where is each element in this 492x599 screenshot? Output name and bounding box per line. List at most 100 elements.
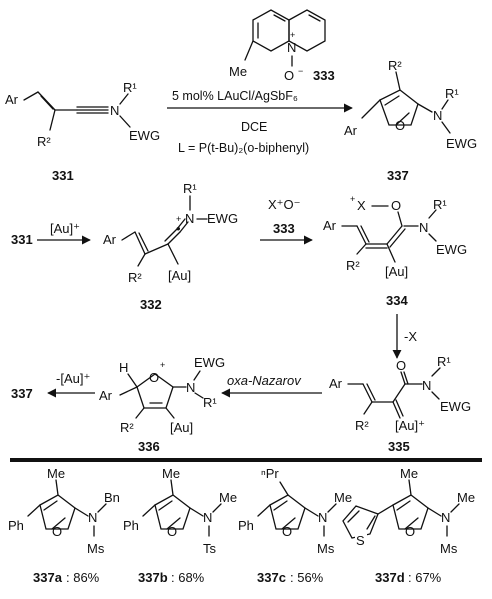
x-label: X	[357, 198, 366, 213]
compound-336: O + H Ar R² [Au] N EWG R¹ 336	[99, 355, 225, 454]
ex-n-sub: Me	[219, 490, 237, 505]
ar-label: Ar	[99, 388, 113, 403]
oxonium-plus: +	[160, 360, 165, 370]
r2-label: R²	[346, 258, 360, 273]
elimination-label: -X	[404, 329, 417, 344]
ex-r-top: ⁿPr	[261, 466, 279, 481]
ex-ewg: Ms	[87, 541, 105, 556]
n-atom: N	[318, 510, 327, 525]
ewg-label: EWG	[440, 399, 471, 414]
ewg-label: EWG	[194, 355, 225, 370]
n-plus: +	[176, 214, 181, 224]
r2-label: R²	[37, 134, 51, 149]
compound-label-335: 335	[388, 439, 410, 454]
example-337c: ⁿPr O Ph N Me Ms 337c : 56%	[238, 466, 352, 585]
compound-331: Ar R² N R¹ EWG 331	[5, 80, 160, 183]
n-atom: N	[419, 220, 428, 235]
compound-label-332: 332	[140, 297, 162, 312]
ewg-label: EWG	[129, 128, 160, 143]
r2-label: R²	[388, 58, 402, 73]
o-minus: −	[298, 66, 303, 76]
r1-label: R¹	[433, 197, 447, 212]
r1-label: R¹	[445, 86, 459, 101]
ex-id: 337a	[33, 570, 63, 585]
o-atom: O	[391, 198, 401, 213]
ex-id: 337b	[138, 570, 168, 585]
ex-ewg: Ts	[203, 541, 217, 556]
compound-332: Ar R² • + N R¹ EWG [Au] 332	[103, 181, 238, 312]
au-label: [Au]	[385, 264, 408, 279]
ex-aryl: Ph	[238, 518, 254, 533]
ex-ewg: Ms	[317, 541, 335, 556]
ring-o: O	[167, 524, 177, 539]
ex-aryl: Ph	[123, 518, 139, 533]
ex-id: 337c	[257, 570, 286, 585]
condition-catalyst: 5 mol% LAuCl/AgSbF₆	[172, 89, 298, 103]
deauration-label: -[Au]⁺	[56, 371, 90, 386]
ring-o: O	[405, 524, 415, 539]
compound-337: R² O Ar N R¹ EWG 337	[344, 58, 477, 183]
ar-label: Ar	[344, 123, 358, 138]
n-atom: N	[441, 510, 450, 525]
au-label: [Au]	[170, 420, 193, 435]
compound-label-337: 337	[387, 168, 409, 183]
n-plus: +	[290, 30, 295, 40]
ewg-label: EWG	[436, 242, 467, 257]
ex-n-sub: Bn	[104, 490, 120, 505]
ex-r-top: Me	[47, 466, 65, 481]
example-337b: Me O Ph N Me Ts 337b : 68%	[123, 466, 237, 585]
r1-label: R¹	[123, 80, 137, 95]
compound-label-337-mech: 337	[11, 386, 33, 401]
compound-334: Ar R² [Au] O + X N R¹ EWG 334	[323, 194, 467, 308]
ring-o: O	[52, 524, 62, 539]
r1-label: R¹	[203, 395, 217, 410]
r1-label: R¹	[437, 354, 451, 369]
r2-label: R²	[120, 420, 134, 435]
n-atom: N	[110, 103, 119, 118]
ex-r-top: Me	[162, 466, 180, 481]
condition-ligand: L = P(t-Bu)₂(o-biphenyl)	[178, 141, 309, 155]
compound-label-336: 336	[138, 439, 160, 454]
ewg-label: EWG	[446, 136, 477, 151]
n-atom: N	[88, 510, 97, 525]
condition-solvent: DCE	[241, 120, 267, 134]
example-337d: Me O S N Me Ms 337d : 67%	[342, 466, 475, 585]
n-atom: N	[185, 211, 194, 226]
ring-o: O	[282, 524, 292, 539]
h-label: H	[119, 360, 128, 375]
compound-335: Ar R² [Au]⁺ O N R¹ EWG 335	[329, 354, 471, 454]
oxa-nazarov-label: oxa-Nazarov	[227, 373, 302, 388]
oxidant-label: X⁺O⁻	[268, 197, 301, 212]
ar-label: Ar	[5, 92, 19, 107]
r2-label: R²	[128, 270, 142, 285]
n-atom: N	[203, 510, 212, 525]
ring-o: O	[395, 118, 405, 133]
n-oxide-o: O	[284, 68, 294, 83]
x-plus: +	[350, 194, 355, 204]
ring-o: O	[149, 370, 159, 385]
ex-r-top: Me	[400, 466, 418, 481]
cumulene-dot: •	[176, 221, 181, 236]
ex-n-sub: Me	[457, 490, 475, 505]
compound-label-331: 331	[52, 168, 74, 183]
compound-333: Me N + O − 333	[229, 9, 335, 83]
ex-yield: : 56%	[290, 570, 324, 585]
r1-label: R¹	[183, 181, 197, 196]
ex-yield: : 86%	[66, 570, 100, 585]
compound-label-334: 334	[386, 293, 408, 308]
ar-label: Ar	[329, 376, 343, 391]
n-atom: N	[186, 380, 195, 395]
example-337a: Me O Ph N Bn Ms 337a : 86%	[8, 466, 120, 585]
carbonyl-o: O	[396, 358, 406, 373]
ex-aryl: Ph	[8, 518, 24, 533]
compound-label-331-mech: 331	[11, 232, 33, 247]
ar-label: Ar	[323, 218, 337, 233]
ex-yield: : 67%	[408, 570, 442, 585]
n-atom: N	[433, 108, 442, 123]
au-cation-label: [Au]⁺	[395, 418, 425, 433]
oxidant-compound-label: 333	[273, 221, 295, 236]
r2-label: R²	[355, 418, 369, 433]
compound-label-333: 333	[313, 68, 335, 83]
thiophene-s: S	[356, 533, 365, 548]
